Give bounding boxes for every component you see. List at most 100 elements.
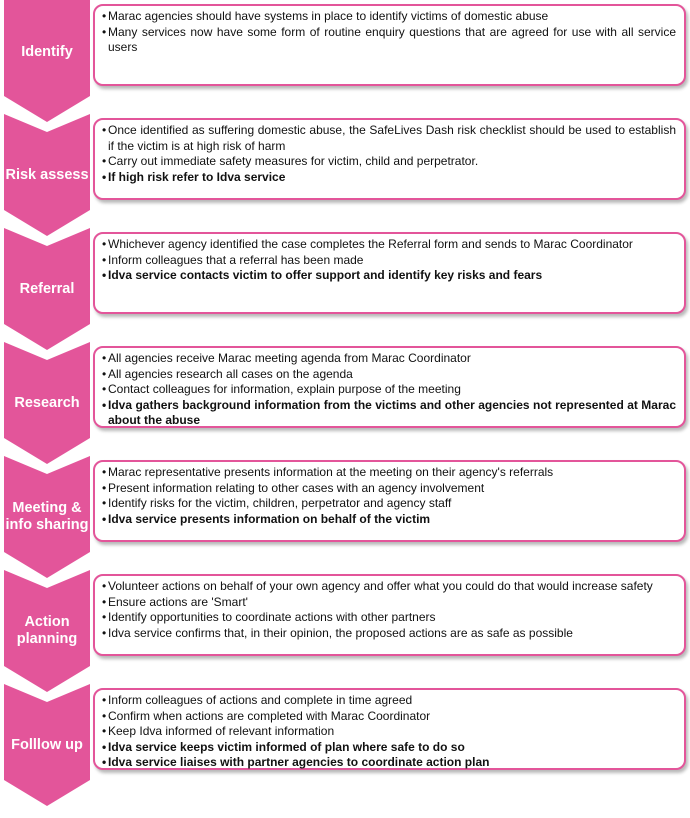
item-text: Keep Idva informed of relevant informati… [108,724,335,738]
list-item: •All agencies receive Marac meeting agen… [102,351,676,367]
stage-label: Risk assess [5,167,89,183]
stage-label: Identify [21,44,73,60]
list-item: •Inform colleagues that a referral has b… [102,253,676,269]
stage-chevron [4,114,90,236]
bullet-icon: • [102,24,107,39]
chevron-shape [4,0,90,122]
item-text: All agencies research all cases on the a… [108,366,353,381]
bullet-icon: • [102,351,107,365]
list-item: •Identify risks for the victim, children… [102,496,676,512]
stage-chevron [4,0,90,122]
bullet-icon: • [102,397,107,412]
stage-content-box: •Marac agencies should have systems in p… [93,4,686,86]
list-item: •Carry out immediate safety measures for… [102,154,676,170]
item-text: Inform colleagues of actions and complet… [108,693,413,707]
stage-label: Research [14,395,80,411]
bullet-icon: • [102,382,107,396]
chevron-shape [4,228,90,350]
item-text: If high risk refer to Idva service [108,169,286,184]
list-item: •Idva service liaises with partner agenc… [102,755,676,771]
bullet-icon: • [102,708,107,723]
list-item: •Idva service presents information on be… [102,512,676,528]
stage-7: Folllow up•Inform colleagues of actions … [0,684,690,806]
stage-label: Folllow up [11,737,83,753]
stage-content-box: •All agencies receive Marac meeting agen… [93,346,686,428]
item-text: All agencies receive Marac meeting agend… [108,351,471,365]
bullet-icon: • [102,579,107,593]
list-item: •Idva service contacts victim to offer s… [102,268,676,284]
bullet-icon: • [102,625,107,640]
stage-label: Action planning [16,614,78,647]
list-item: •Volunteer actions on behalf of your own… [102,579,676,595]
item-text: Ensure actions are 'Smart' [108,594,248,609]
item-text: Idva service presents information on beh… [108,511,431,526]
chevron-shape [4,570,90,692]
item-text: Whichever agency identified the case com… [108,237,633,251]
stage-chevron [4,228,90,350]
chevron-polygon [4,570,90,692]
bullet-icon: • [102,693,107,707]
stage-content-box: •Whichever agency identified the case co… [93,232,686,314]
bullet-icon: • [102,366,107,381]
list-item: •Keep Idva informed of relevant informat… [102,724,676,740]
chevron-shape [4,456,90,578]
item-text: Once identified as suffering domestic ab… [108,123,676,153]
bullet-icon: • [102,594,107,609]
item-text: Volunteer actions on behalf of your own … [108,579,653,593]
item-text: Inform colleagues that a referral has be… [108,252,364,267]
stage-chevron [4,456,90,578]
item-text: Many services now have some form of rout… [108,24,676,55]
chevron-polygon [4,0,90,122]
item-text: Idva service confirms that, in their opi… [108,625,573,640]
item-text: Confirm when actions are completed with … [108,708,431,723]
stage-3: Referral•Whichever agency identified the… [0,228,690,350]
stage-content-box: •Once identified as suffering domestic a… [93,118,686,200]
chevron-polygon [4,342,90,464]
stage-4: Research•All agencies receive Marac meet… [0,342,690,464]
item-text: Idva service liaises with partner agenci… [108,755,490,769]
bullet-icon: • [102,739,107,754]
chevron-polygon [4,114,90,236]
bullet-icon: • [102,123,107,137]
list-item: •Ensure actions are 'Smart' [102,595,676,611]
list-item: •Marac representative presents informati… [102,465,676,481]
chevron-polygon [4,456,90,578]
item-text: Marac agencies should have systems in pl… [108,9,549,23]
item-text: Carry out immediate safety measures for … [108,154,479,168]
bullet-icon: • [102,252,107,267]
stage-chevron [4,684,90,806]
list-item: •Many services now have some form of rou… [102,25,676,56]
item-text: Idva gathers background information from… [108,397,676,428]
bullet-icon: • [102,268,107,282]
stage-label: Referral [19,281,75,297]
bullet-icon: • [102,724,107,738]
list-item: •Idva service confirms that, in their op… [102,626,676,642]
chevron-shape [4,342,90,464]
stage-2: Risk assess•Once identified as suffering… [0,114,690,236]
list-item: •Idva service keeps victim informed of p… [102,740,676,756]
bullet-icon: • [102,9,107,23]
item-text: Marac representative presents informatio… [108,465,554,479]
item-text: Idva service contacts victim to offer su… [108,268,543,282]
stage-6: Action planning•Volunteer actions on beh… [0,570,690,692]
list-item: •Marac agencies should have systems in p… [102,9,676,25]
bullet-icon: • [102,237,107,251]
item-text: Present information relating to other ca… [108,480,485,495]
bullet-icon: • [102,465,107,479]
list-item: •Contact colleagues for information, exp… [102,382,676,398]
list-item: •Present information relating to other c… [102,481,676,497]
stage-5: Meeting & info sharing •Marac representat… [0,456,690,578]
list-item: •Idva gathers background information fro… [102,398,676,429]
list-item: •Once identified as suffering domestic a… [102,123,676,154]
chevron-polygon [4,684,90,806]
stage-label: Meeting & info sharing [5,500,89,533]
list-item: •Whichever agency identified the case co… [102,237,676,253]
list-item: •Inform colleagues of actions and comple… [102,693,676,709]
bullet-icon: • [102,610,107,624]
chevron-shape [4,114,90,236]
bullet-icon: • [102,154,107,168]
bullet-icon: • [102,169,107,184]
stage-1: Identify •Marac agencies should have syst… [0,0,690,122]
bullet-icon: • [102,755,107,769]
list-item: •Confirm when actions are completed with… [102,709,676,725]
